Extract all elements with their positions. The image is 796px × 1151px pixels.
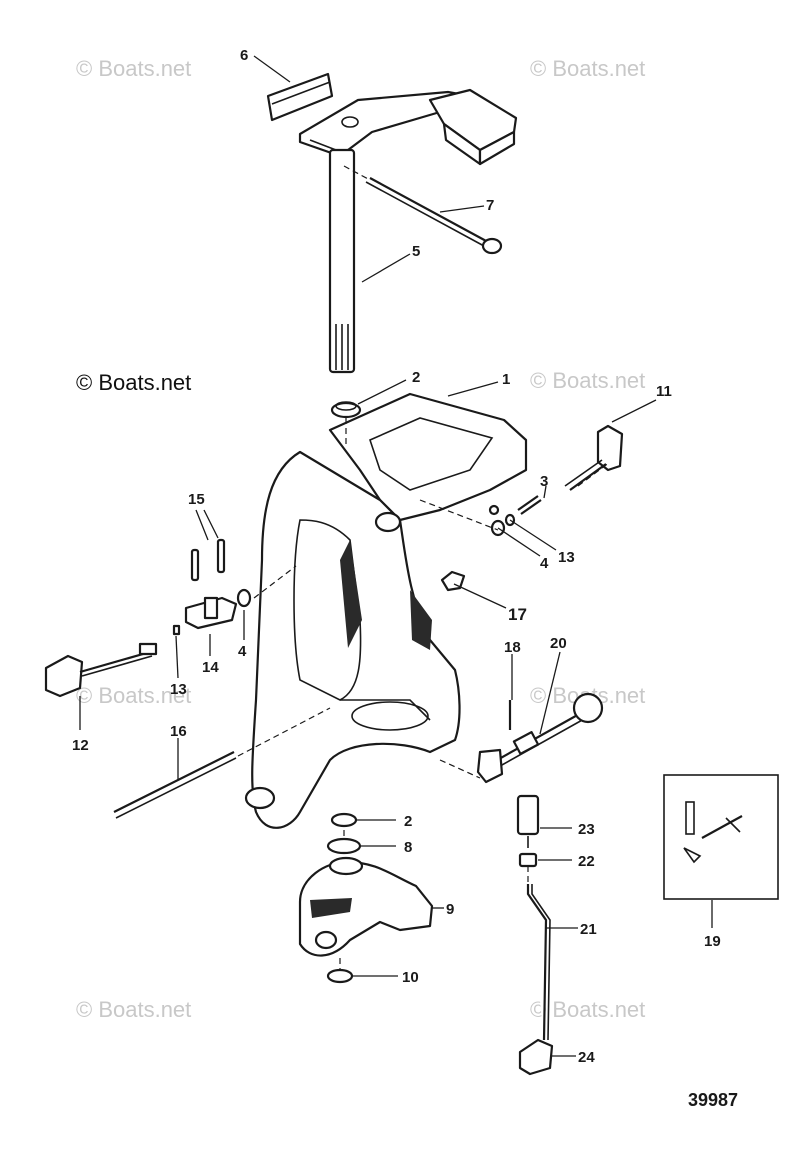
callout-11: 11: [656, 383, 672, 400]
callout-14: 14: [202, 659, 219, 676]
part-16-rod: [113, 751, 237, 819]
callout-2-bottom: 2: [404, 813, 412, 830]
callout-1: 1: [502, 371, 510, 388]
callout-16: 16: [170, 723, 187, 740]
part-4-washer-left: [236, 588, 252, 608]
part-14-lock-pin: [184, 596, 238, 630]
part-20-tilt-lock: [476, 692, 604, 784]
part-8-washer: [326, 837, 362, 855]
part-1-swivel-bracket: [244, 392, 528, 829]
callout-17: 17: [508, 605, 527, 624]
callout-13-left: 13: [170, 681, 187, 698]
watermark-lower-left: © Boats.net: [76, 683, 191, 708]
part-11-pin: [564, 424, 624, 491]
callout-3: 3: [540, 473, 548, 490]
part-19-inset-kit: [663, 774, 779, 900]
callout-8: 8: [404, 839, 412, 856]
callout-12: 12: [72, 737, 89, 754]
callout-20: 20: [550, 635, 567, 652]
part-22-nut: [518, 852, 538, 868]
callout-5: 5: [412, 243, 420, 260]
part-23-link: [516, 794, 540, 848]
callout-23: 23: [578, 821, 595, 838]
callout-13-right: 13: [558, 549, 575, 566]
part-15-pins: [190, 538, 226, 582]
part-7-bolt: [343, 165, 503, 255]
watermark-bottom-right: © Boats.net: [530, 997, 645, 1022]
callout-6: 6: [240, 47, 248, 64]
callout-2-top: 2: [412, 369, 420, 386]
watermark-bottom-left: © Boats.net: [76, 997, 191, 1022]
leader-lines: [79, 55, 713, 1057]
watermark-top-right: © Boats.net: [530, 56, 645, 81]
figure-number: 39987: [688, 1090, 738, 1110]
part-4-washer-right: [488, 504, 506, 537]
callout-4-left: 4: [238, 643, 247, 660]
part-13-washer-left: [172, 624, 181, 636]
part-6-plate: [266, 72, 334, 122]
callout-4-right: 4: [540, 555, 549, 572]
callout-21: 21: [580, 921, 597, 938]
part-2-bushing-top: [330, 401, 362, 448]
callout-9: 9: [446, 901, 454, 918]
callout-18: 18: [504, 639, 521, 656]
part-3-spring-right: [517, 495, 542, 515]
callout-10: 10: [402, 969, 419, 986]
callout-labels: 6 7 5 2 1 11 3 13 4 17 15 14 4 13 12 16 …: [72, 47, 721, 1066]
callout-24: 24: [578, 1049, 595, 1066]
steering-arm: [298, 88, 518, 166]
part-9-lower-yoke: [298, 856, 434, 957]
part-21-rod: [526, 884, 551, 1041]
callout-19: 19: [704, 933, 721, 950]
part-5-steering-shaft: [328, 148, 356, 374]
part-24-clip: [518, 1038, 554, 1076]
watermark-mid-left: © Boats.net: [76, 370, 191, 395]
callout-15: 15: [188, 491, 205, 508]
callout-22: 22: [578, 853, 595, 870]
part-2-bushing-bottom: [330, 812, 358, 828]
callout-7-top: 7: [486, 197, 494, 214]
part-12-pin-bracket: [44, 642, 158, 698]
watermark-mid-right: © Boats.net: [530, 368, 645, 393]
watermark-top-left: © Boats.net: [76, 56, 191, 81]
part-10-washer: [326, 968, 354, 984]
